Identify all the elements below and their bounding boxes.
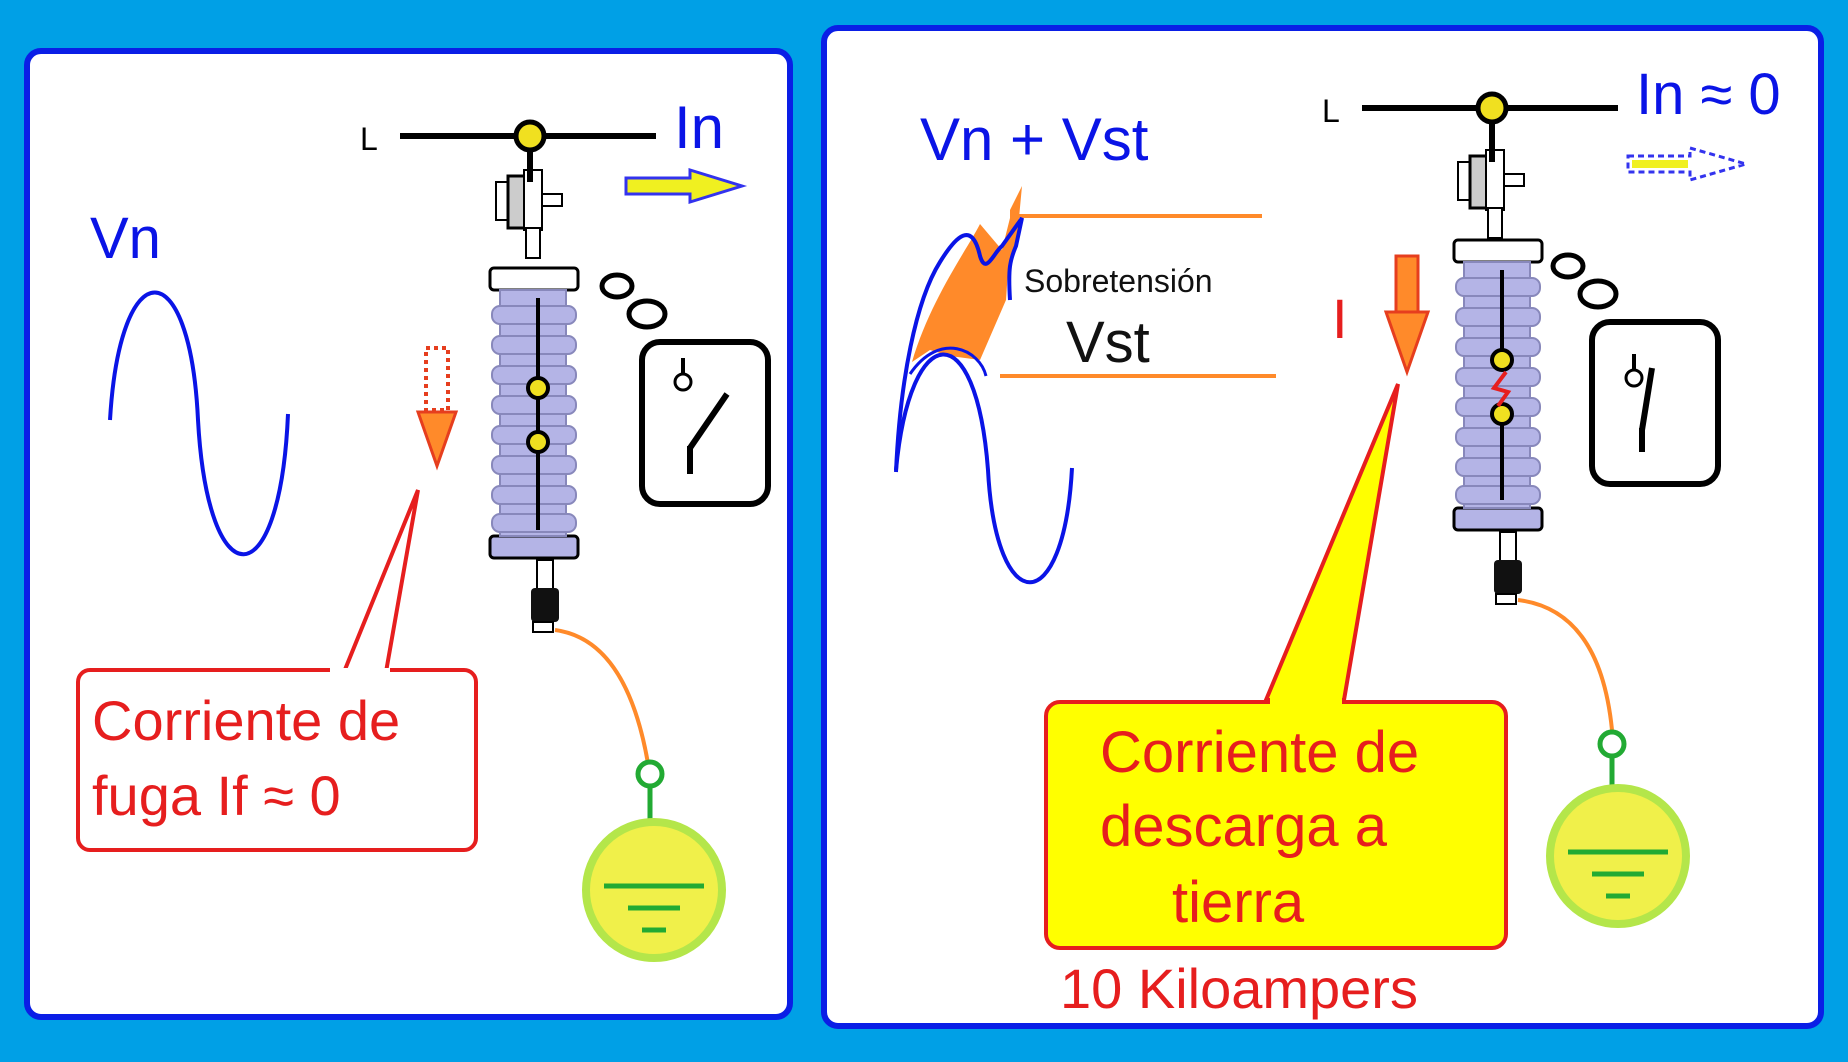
right-thought-bubble-icon (1550, 252, 1619, 310)
left-callout: Corriente de fuga If ≈ 0 (76, 668, 478, 852)
right-ground-icon (1550, 729, 1686, 924)
right-ground-wire (1517, 598, 1614, 731)
left-sine-wave (108, 290, 290, 557)
right-callout-line1: Corriente de (1100, 720, 1419, 785)
right-callout-line3: tierra (1172, 870, 1305, 935)
magnitude-label: 10 Kiloampers (1060, 957, 1418, 1020)
discharge-current-label: I (1332, 287, 1348, 350)
right-panel: L In ≈ 0 (821, 25, 1824, 1029)
left-connection-node (513, 119, 547, 153)
right-sine-wave (894, 352, 1074, 585)
left-switch-icon (642, 342, 768, 504)
left-ground-wire (554, 628, 652, 777)
right-sine-crest (908, 346, 988, 377)
left-callout-line1: Corriente de (92, 689, 400, 752)
left-panel: L In (24, 48, 793, 1020)
right-voltage-label: Vn + Vst (920, 106, 1149, 173)
left-callout-line2: fuga If ≈ 0 (92, 764, 341, 827)
left-thought-bubble-icon (599, 272, 668, 330)
right-arrow-down-icon (1383, 254, 1431, 377)
overvoltage-label: Sobretensión (1024, 263, 1213, 299)
left-clamp (494, 119, 564, 260)
left-arrow-down-icon (415, 346, 459, 471)
left-voltage-label: Vn (90, 206, 161, 271)
left-callout-pointer (342, 489, 420, 673)
overvoltage-spike-fill (912, 186, 1022, 362)
left-current-label: In (674, 94, 724, 161)
arrow-right-icon (624, 167, 748, 205)
right-connection-node (1475, 91, 1509, 125)
lightning-icon (1490, 370, 1512, 408)
right-callout-line2: descarga a (1100, 794, 1388, 859)
right-callout: Corriente de descarga a tierra (1044, 698, 1508, 950)
right-arrester-icon (1452, 238, 1544, 605)
left-line-label: L (360, 121, 378, 157)
right-arrow-right-icon (1626, 146, 1752, 182)
overvoltage-symbol: Vst (1066, 310, 1150, 375)
right-current-label: In ≈ 0 (1636, 62, 1781, 127)
right-clamp (1456, 91, 1526, 240)
right-line-label: L (1322, 93, 1340, 129)
right-switch-icon (1592, 322, 1718, 484)
left-ground-icon (586, 759, 722, 958)
left-arrester-icon (488, 266, 580, 633)
overvoltage-spike-outline (894, 216, 1024, 473)
